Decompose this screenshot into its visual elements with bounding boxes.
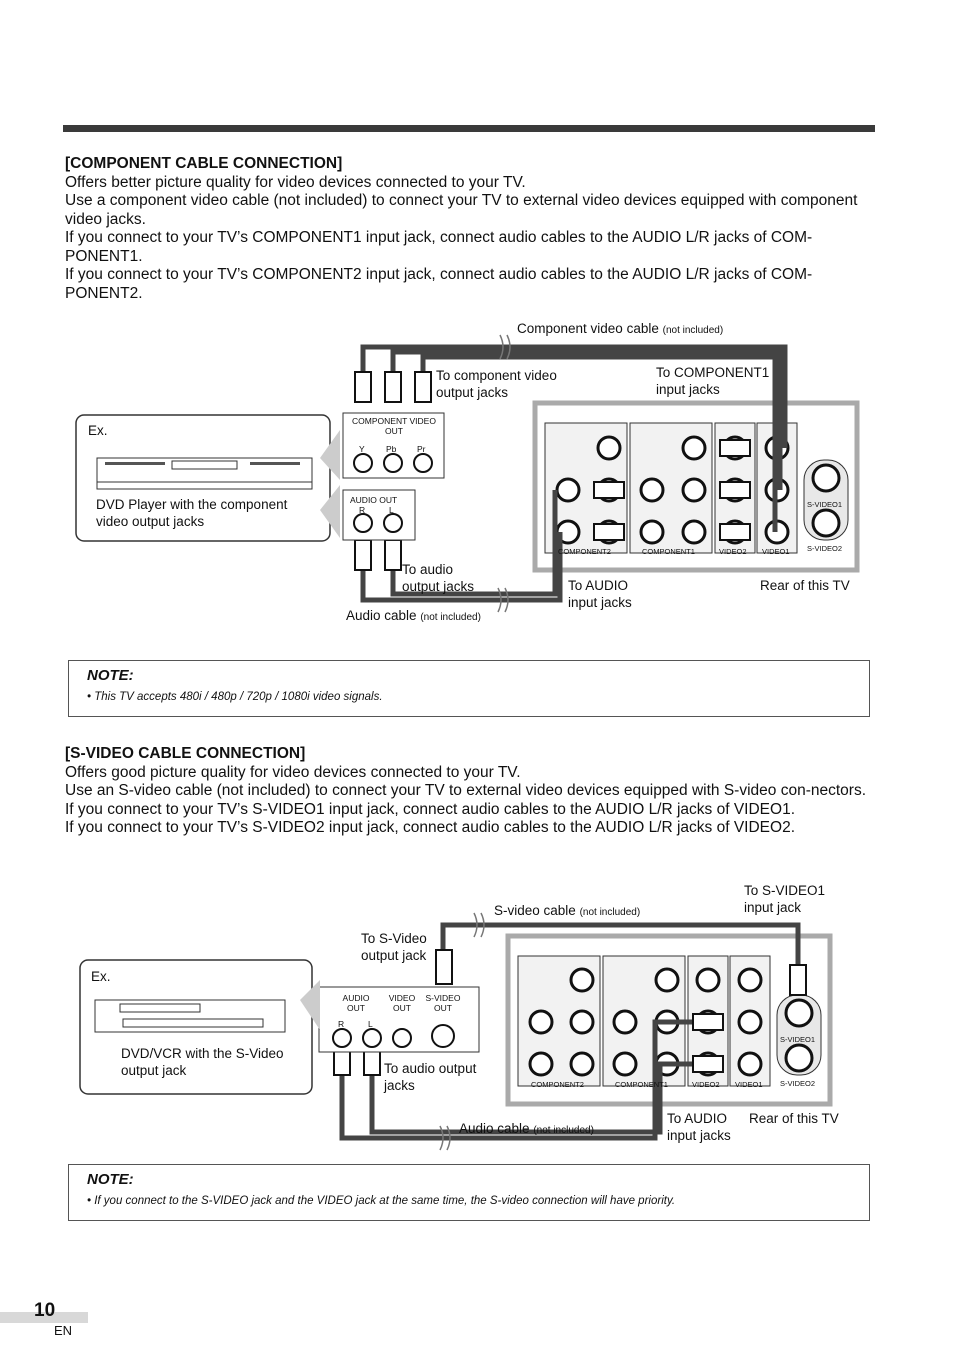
component-video-out-label: COMPONENT VIDEO OUT [352, 416, 436, 436]
svideo1-label: S-VIDEO1 [780, 1035, 816, 1044]
note-box: NOTE: • If you connect to the S-VIDEO ja… [68, 1164, 870, 1221]
svideo-cable-label: S-video cable (not included) [494, 903, 641, 918]
note-title: NOTE: [87, 1171, 134, 1188]
audio-out-label: AUDIO OUT [350, 495, 398, 505]
jack-r-label: R [359, 505, 366, 515]
video2-label: VIDEO2 [719, 547, 747, 556]
component2-label: COMPONENT2 [558, 547, 611, 556]
dvd-vcr-label: DVD/VCR with the S-Video output jack [121, 1046, 284, 1078]
component-section: [COMPONENT CABLE CONNECTION] Offers bett… [65, 155, 875, 303]
note-box: NOTE: • This TV accepts 480i / 480p / 72… [68, 660, 870, 717]
svideo-paragraph: If you connect to your TV’s S-VIDEO1 inp… [65, 800, 796, 818]
rear-of-tv-label: Rear of this TV [749, 1111, 839, 1126]
page-language: EN [54, 1323, 73, 1338]
svideo-section-title: [S-VIDEO CABLE CONNECTION] [65, 745, 306, 762]
component-diagram-graphic [75, 334, 860, 613]
video1-label: VIDEO1 [762, 547, 790, 556]
video1-label: VIDEO1 [735, 1080, 763, 1089]
to-component-output-label: To component video output jacks [436, 368, 557, 400]
header-rule [63, 125, 875, 132]
component-paragraph: If you connect to your TV’s COMPONENT1 i… [65, 229, 813, 265]
component-video-cable-label: Component video cable (not included) [517, 321, 724, 336]
jack-y-label: Y [359, 444, 365, 454]
svideo-paragraph: Offers good picture quality for video de… [65, 763, 521, 781]
to-audio-output-label: To audio output jacks [384, 1061, 477, 1093]
svideo-section: [S-VIDEO CABLE CONNECTION] Offers good p… [65, 745, 875, 838]
svideo-diagram-graphic [79, 912, 833, 1151]
rear-of-tv-label: Rear of this TV [760, 578, 850, 593]
jack-pr-label: Pr [417, 444, 426, 454]
svideo-out-label: S-VIDEO OUT [425, 993, 461, 1013]
component-paragraph: If you connect to your TV’s COMPONENT2 i… [65, 266, 813, 302]
audio-cable-label: Audio cable (not included) [459, 1121, 594, 1136]
jack-l-label: L [389, 505, 394, 515]
to-svideo1-input-label: To S-VIDEO1 input jack [744, 883, 826, 915]
page-number: 10 [34, 1300, 56, 1321]
component2-label: COMPONENT2 [531, 1080, 584, 1089]
note-title: NOTE: [87, 667, 134, 684]
component-paragraph: Offers better picture quality for video … [65, 173, 526, 191]
to-svideo-output-label: To S-Video output jack [361, 931, 427, 963]
video-out-label: VIDEO OUT [388, 993, 416, 1013]
component-paragraph: Use a component video cable (not include… [65, 192, 858, 228]
svideo-connection-diagram: S-video cable (not included) To S-VIDEO1… [0, 880, 954, 1155]
svideo-paragraph: If you connect to your TV’s S-VIDEO2 inp… [65, 819, 796, 836]
note-text: • If you connect to the S-VIDEO jack and… [87, 1195, 676, 1207]
note-text: • This TV accepts 480i / 480p / 720p / 1… [87, 691, 383, 703]
component1-label: COMPONENT1 [615, 1080, 668, 1089]
audio-cable-label: Audio cable (not included) [346, 608, 481, 623]
jack-pb-label: Pb [386, 444, 397, 454]
jack-r-label: R [338, 1019, 345, 1029]
page-number-bar [0, 1312, 88, 1323]
audio-out-label: AUDIO OUT [342, 993, 370, 1013]
video2-label: VIDEO2 [692, 1080, 720, 1089]
ex-label: Ex. [88, 423, 108, 438]
component1-label: COMPONENT1 [642, 547, 695, 556]
svideo-paragraph: Use an S-video cable (not included) to c… [65, 782, 866, 799]
component-connection-diagram: Component video cable (not included) To … [0, 310, 954, 640]
jack-l-label: L [368, 1019, 373, 1029]
svideo2-label: S-VIDEO2 [780, 1079, 816, 1088]
svideo1-label: S-VIDEO1 [807, 500, 843, 509]
to-audio-input-label: To AUDIO input jacks [667, 1111, 731, 1143]
component-section-title: [COMPONENT CABLE CONNECTION] [65, 155, 343, 172]
svideo2-label: S-VIDEO2 [807, 544, 843, 553]
to-component1-input-label: To COMPONENT1 input jacks [656, 365, 770, 397]
to-audio-output-label: To audio output jacks [402, 562, 475, 594]
ex-label: Ex. [91, 969, 111, 984]
dvd-player-label: DVD Player with the component video outp… [96, 497, 288, 529]
to-audio-input-label: To AUDIO input jacks [568, 578, 632, 610]
